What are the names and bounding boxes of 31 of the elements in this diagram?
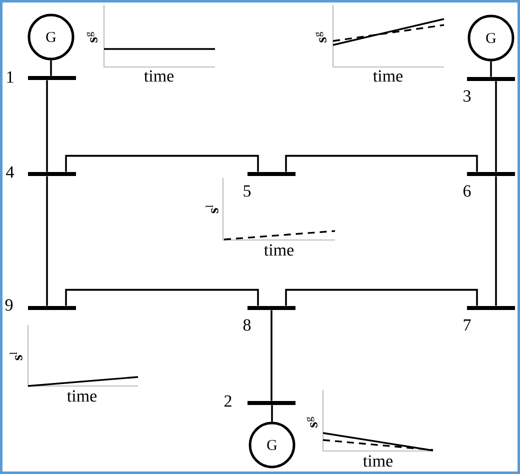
line bbox=[50, 60, 52, 76]
bus-number: 4 bbox=[6, 166, 14, 178]
line bbox=[46, 176, 48, 306]
bus-number: 1 bbox=[7, 71, 14, 83]
axis-label: time bbox=[373, 70, 403, 82]
line bbox=[495, 176, 497, 306]
line bbox=[65, 154, 259, 172]
axis-label: s$^{g}$ bbox=[306, 416, 318, 428]
line bbox=[271, 405, 273, 422]
bus-number: 5 bbox=[244, 185, 251, 197]
bus-number: 2 bbox=[224, 395, 232, 407]
bus-number: 3 bbox=[464, 90, 471, 102]
line bbox=[495, 81, 497, 172]
axis-label: s$^{l}$ bbox=[10, 352, 22, 360]
axis-label: time bbox=[363, 455, 393, 467]
axis-label: s$^{g}$ bbox=[86, 32, 98, 42]
axis-label: s$^{g}$ bbox=[316, 32, 326, 42]
axis-label: time bbox=[144, 70, 174, 82]
bus-number: 7 bbox=[464, 319, 471, 331]
axis-label: time bbox=[264, 244, 294, 256]
line bbox=[490, 61, 492, 77]
axis-label: time bbox=[67, 390, 97, 402]
bus-number: 9 bbox=[5, 299, 13, 311]
line bbox=[285, 288, 478, 306]
axis-label: s$^{l}$ bbox=[206, 205, 218, 214]
line bbox=[285, 154, 478, 172]
bus-number: 6 bbox=[463, 185, 471, 197]
line bbox=[270, 310, 272, 401]
line bbox=[65, 288, 259, 306]
bus-number: 8 bbox=[243, 319, 251, 331]
line bbox=[46, 80, 48, 172]
